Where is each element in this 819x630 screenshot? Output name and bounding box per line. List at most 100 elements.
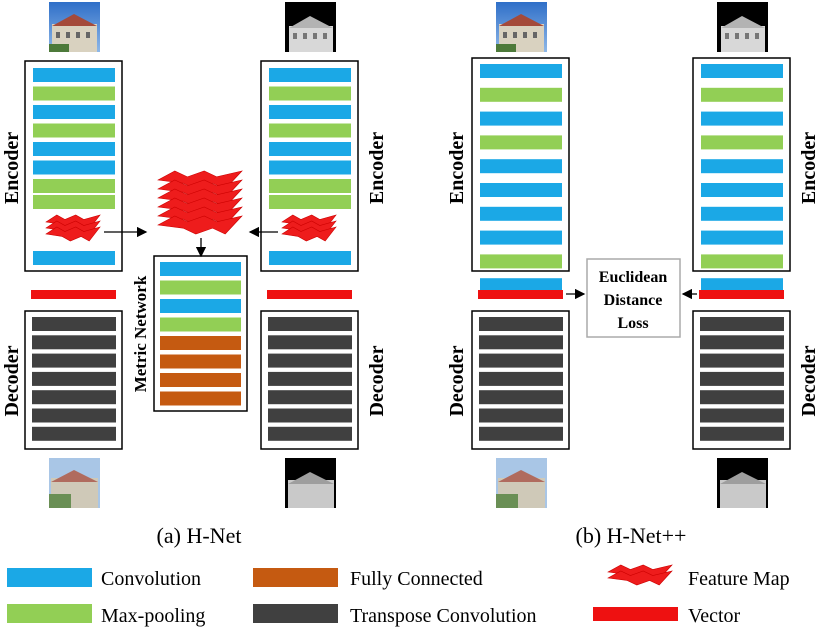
transpose-convolution-layer xyxy=(268,371,352,386)
transpose-convolution-layer xyxy=(700,353,784,368)
max-pooling-layer xyxy=(33,179,115,193)
decoder-label-a-left: Decoder xyxy=(1,345,23,416)
transpose-convolution-layer xyxy=(268,335,352,350)
encoder-layers-a-left xyxy=(33,68,115,265)
caption-a: (a) H-Net xyxy=(157,523,242,548)
max-pooling-layer xyxy=(269,179,351,193)
convolution-layer xyxy=(480,278,562,293)
decoder-layers-a-left xyxy=(32,317,116,441)
feature-map-layer xyxy=(157,215,243,235)
convolution-layer xyxy=(269,68,351,82)
legend-label-fully-connected: Fully Connected xyxy=(350,568,483,590)
legend-swatch-fully-connected xyxy=(253,568,338,587)
metric-network-box xyxy=(153,255,248,412)
feature-map-combined xyxy=(157,170,243,235)
convolution-layer xyxy=(269,142,351,156)
convolution-layer xyxy=(701,183,783,197)
metric-network-label: Metric Network xyxy=(131,275,150,392)
transpose-convolution-layer xyxy=(268,426,352,441)
feature-map-layer xyxy=(607,570,673,586)
convolution-layer xyxy=(480,183,562,197)
transpose-convolution-layer xyxy=(32,371,116,386)
vector-a-right xyxy=(267,290,352,299)
transpose-convolution-layer xyxy=(479,426,563,441)
convolution-layer xyxy=(33,251,115,265)
convolution-layer xyxy=(160,299,241,313)
encoder-label-b-left: Encoder xyxy=(446,132,468,204)
convolution-layer xyxy=(701,278,783,293)
max-pooling-layer xyxy=(269,86,351,101)
output-image-b-right xyxy=(717,458,768,508)
transpose-convolution-layer xyxy=(268,353,352,368)
legend-swatch-feature-map xyxy=(607,564,673,586)
convolution-layer xyxy=(480,230,562,245)
input-image-b-right xyxy=(717,2,768,52)
encoder-label-b-right: Encoder xyxy=(798,132,819,204)
metric-network-layers xyxy=(160,262,241,406)
legend-swatch-max-pooling xyxy=(7,604,92,623)
convolution-layer xyxy=(33,68,115,82)
decoder-label-a-right: Decoder xyxy=(366,345,388,416)
convolution-layer xyxy=(701,206,783,221)
max-pooling-layer xyxy=(480,254,562,269)
output-image-a-right xyxy=(285,458,336,508)
convolution-layer xyxy=(269,160,351,175)
encoder-layers-a-right xyxy=(269,68,351,265)
max-pooling-layer xyxy=(160,280,241,295)
transpose-convolution-layer xyxy=(479,353,563,368)
input-image-a-left xyxy=(49,2,100,52)
decoder-layers-b-left xyxy=(479,317,563,441)
output-image-a-left xyxy=(49,458,100,508)
transpose-convolution-layer xyxy=(700,371,784,386)
convolution-layer xyxy=(269,251,351,265)
transpose-convolution-layer xyxy=(32,408,116,423)
caption-b: (b) H-Net++ xyxy=(576,523,687,548)
loss-label-line3: Loss xyxy=(617,315,648,332)
convolution-layer xyxy=(701,64,783,78)
legend-label-vector: Vector xyxy=(688,605,741,627)
max-pooling-layer xyxy=(269,195,351,209)
input-image-a-right xyxy=(285,2,336,52)
max-pooling-layer xyxy=(269,123,351,138)
max-pooling-layer xyxy=(701,87,783,102)
convolution-layer xyxy=(269,105,351,119)
max-pooling-layer xyxy=(33,195,115,209)
transpose-convolution-layer xyxy=(32,426,116,441)
convolution-layer xyxy=(480,206,562,221)
max-pooling-layer xyxy=(33,123,115,138)
max-pooling-layer xyxy=(701,135,783,150)
decoder-layers-a-right xyxy=(268,317,352,441)
encoder-layers-b-right xyxy=(701,64,783,293)
feature-map-layer xyxy=(281,226,337,242)
legend-label-transpose-convolution: Transpose Convolution xyxy=(350,605,537,627)
transpose-convolution-layer xyxy=(479,390,563,405)
legend-label-convolution: Convolution xyxy=(101,568,201,590)
output-image-b-left xyxy=(496,458,547,508)
transpose-convolution-layer xyxy=(700,408,784,423)
legend-swatch-transpose-convolution xyxy=(253,604,338,623)
transpose-convolution-layer xyxy=(479,371,563,386)
legend-swatch-vector xyxy=(593,607,678,621)
decoder-label-b-right: Decoder xyxy=(798,345,819,416)
transpose-convolution-layer xyxy=(32,317,116,331)
convolution-layer xyxy=(701,159,783,174)
feature-map-layer xyxy=(45,226,101,242)
feature-map-a-left xyxy=(45,214,101,242)
legend-label-max-pooling: Max-pooling xyxy=(101,605,205,627)
convolution-layer xyxy=(33,160,115,175)
feature-map-a-right xyxy=(281,214,337,242)
legend-swatch-convolution xyxy=(7,568,92,587)
loss-box xyxy=(586,258,681,338)
encoder-layers-b-left xyxy=(480,64,562,293)
legend-label-feature-map: Feature Map xyxy=(688,568,790,590)
max-pooling-layer xyxy=(160,317,241,332)
transpose-convolution-layer xyxy=(700,317,784,331)
max-pooling-layer xyxy=(33,86,115,101)
max-pooling-layer xyxy=(480,135,562,150)
decoder-layers-b-right xyxy=(700,317,784,441)
input-image-b-left xyxy=(496,2,547,52)
encoder-label-a-right: Encoder xyxy=(366,132,388,204)
transpose-convolution-layer xyxy=(268,317,352,331)
transpose-convolution-layer xyxy=(479,335,563,350)
